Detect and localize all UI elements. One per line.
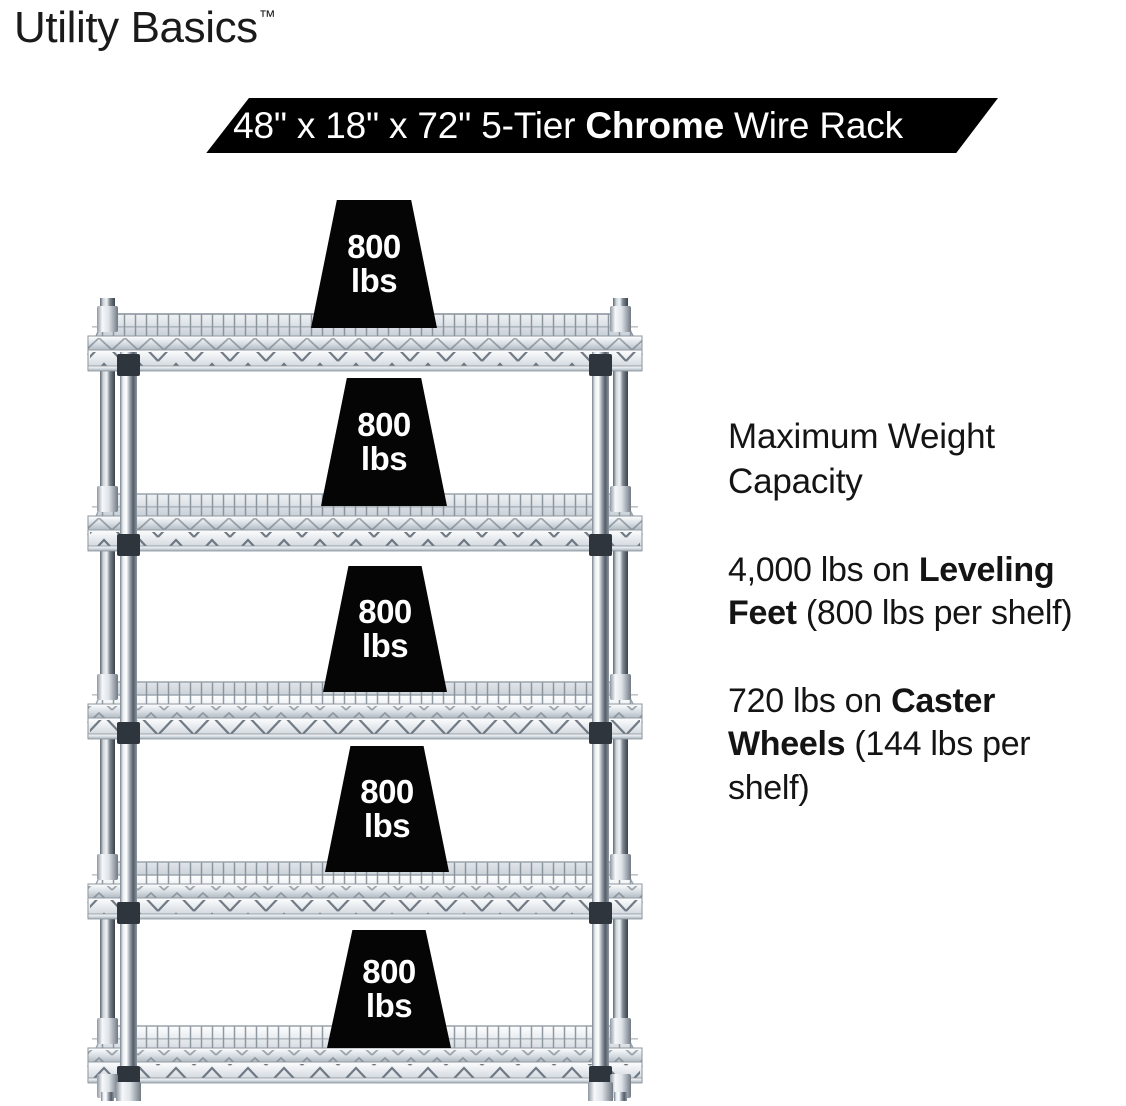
badge-unit: lbs — [350, 262, 398, 299]
shelf-4 — [86, 861, 644, 920]
specs-column: Maximum Weight Capacity 4,000 lbs on Lev… — [728, 415, 1120, 854]
title-banner: 48" x 18" x 72" 5-Tier Chrome Wire Rack — [206, 98, 998, 153]
badge-value: 800 — [362, 952, 416, 990]
rear-post-collars — [97, 306, 631, 1044]
badge-value: 800 — [358, 592, 412, 630]
badge-unit: lbs — [363, 807, 411, 844]
trademark-symbol: ™ — [258, 7, 276, 27]
badge-value: 800 — [360, 772, 414, 810]
badge-value: 800 — [357, 405, 411, 443]
wire-rack-svg — [86, 298, 644, 1101]
spec-caster-tail: (144 lbs per shelf) — [728, 725, 1031, 807]
spec-caster-lead: 720 lbs on — [728, 681, 892, 720]
spec-caster-wheels: 720 lbs on Caster Wheels (144 lbs per sh… — [728, 680, 1120, 811]
specs-heading: Maximum Weight Capacity — [728, 417, 995, 501]
badge-unit: lbs — [361, 627, 409, 664]
spec-leveling-tail: (800 lbs per shelf) — [796, 594, 1073, 633]
spec-leveling-emphasis: Leveling Feet — [728, 550, 1055, 633]
spec-leveling-lead: 4,000 lbs on — [728, 550, 919, 589]
wire-rack-illustration — [86, 186, 678, 1101]
title-banner-text: 48" x 18" x 72" 5-Tier Chrome Wire Rack — [206, 98, 998, 153]
badge-value: 800 — [347, 227, 401, 265]
brand-name: Utility Basics — [14, 3, 258, 52]
shelf-5 — [86, 1025, 644, 1084]
badge-unit: lbs — [360, 440, 408, 477]
badge-unit: lbs — [365, 987, 413, 1024]
spec-leveling-feet: 4,000 lbs on Leveling Feet (800 lbs per … — [728, 549, 1120, 636]
banner-tier: 5-Tier — [481, 105, 576, 146]
leveling-feet — [97, 1074, 631, 1101]
brand-logo: Utility Basics™ — [14, 3, 276, 52]
spec-caster-emphasis: Caster Wheels — [728, 681, 996, 764]
shelf-3 — [86, 681, 644, 740]
shelf-2 — [86, 493, 644, 552]
banner-dimensions: 48" x 18" x 72" — [233, 105, 472, 146]
shelf-1 — [86, 313, 644, 372]
banner-material: Chrome — [585, 105, 724, 146]
banner-product-type: Wire Rack — [734, 105, 903, 146]
